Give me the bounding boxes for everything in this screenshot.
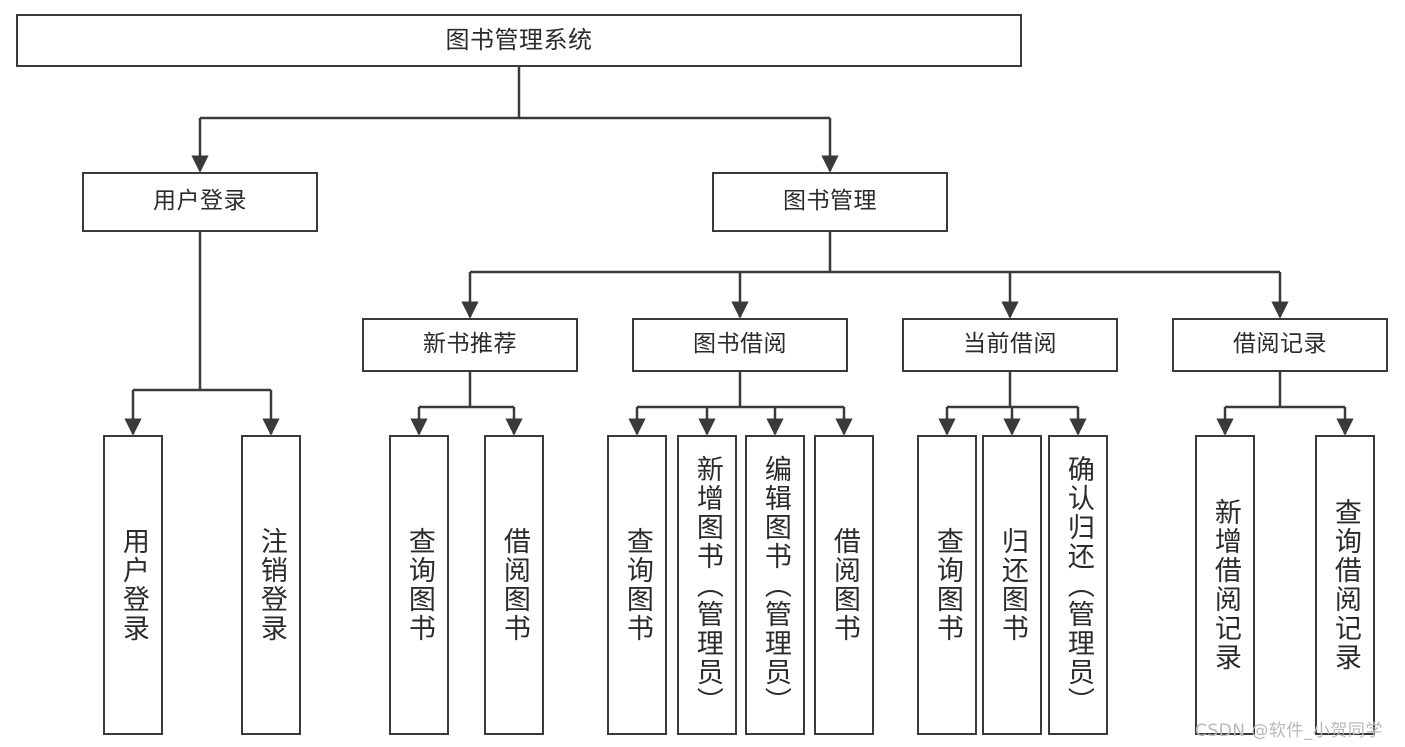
node-borrow-record[interactable]: 借阅记录	[1172, 318, 1388, 372]
node-user-login-group[interactable]: 用户登录	[82, 172, 318, 232]
node-label: 查询图书	[931, 527, 963, 643]
leaf-user-logout[interactable]: 注销登录	[241, 435, 301, 735]
node-label: 查询图书	[403, 527, 435, 643]
node-label: 图书管理系统	[445, 26, 593, 55]
node-label: 注销登录	[255, 527, 287, 643]
leaf-newbook-borrow-book[interactable]: 借阅图书	[484, 435, 544, 735]
node-label: 图书借阅	[693, 331, 787, 358]
leaf-user-login[interactable]: 用户登录	[103, 435, 163, 735]
leaf-record-query-borrow-record[interactable]: 查询借阅记录	[1315, 435, 1375, 735]
node-label: 新增图书（管理员）	[691, 454, 723, 716]
leaf-borrow-borrow-book[interactable]: 借阅图书	[814, 435, 874, 735]
node-label: 新书推荐	[423, 331, 517, 358]
node-label: 归还图书	[996, 527, 1028, 643]
node-root-book-management-system[interactable]: 图书管理系统	[16, 14, 1022, 67]
node-label: 确认归还（管理员）	[1062, 454, 1094, 716]
node-label: 用户登录	[117, 527, 149, 643]
node-label: 查询借阅记录	[1329, 498, 1361, 672]
node-book-management-group[interactable]: 图书管理	[712, 172, 948, 232]
node-current-borrow[interactable]: 当前借阅	[902, 318, 1118, 372]
node-label: 新增借阅记录	[1209, 498, 1241, 672]
node-label: 借阅图书	[498, 527, 530, 643]
watermark: CSDN @软件_小贺同学	[1195, 721, 1383, 741]
node-label: 编辑图书（管理员）	[759, 454, 791, 716]
node-book-borrow[interactable]: 图书借阅	[632, 318, 848, 372]
node-new-book-recommend[interactable]: 新书推荐	[362, 318, 578, 372]
node-label: 查询图书	[621, 527, 653, 643]
leaf-borrow-add-book-admin[interactable]: 新增图书（管理员）	[677, 435, 737, 735]
node-label: 用户登录	[153, 188, 247, 215]
node-label: 借阅图书	[828, 527, 860, 643]
node-label: 当前借阅	[963, 331, 1057, 358]
leaf-borrow-query-book[interactable]: 查询图书	[607, 435, 667, 735]
node-label: 借阅记录	[1233, 331, 1327, 358]
leaf-borrow-edit-book-admin[interactable]: 编辑图书（管理员）	[745, 435, 805, 735]
leaf-current-confirm-return-admin[interactable]: 确认归还（管理员）	[1048, 435, 1108, 735]
leaf-current-return-book[interactable]: 归还图书	[982, 435, 1042, 735]
node-label: 图书管理	[783, 188, 877, 215]
leaf-record-add-borrow-record[interactable]: 新增借阅记录	[1195, 435, 1255, 735]
leaf-current-query-book[interactable]: 查询图书	[917, 435, 977, 735]
leaf-newbook-query-book[interactable]: 查询图书	[389, 435, 449, 735]
